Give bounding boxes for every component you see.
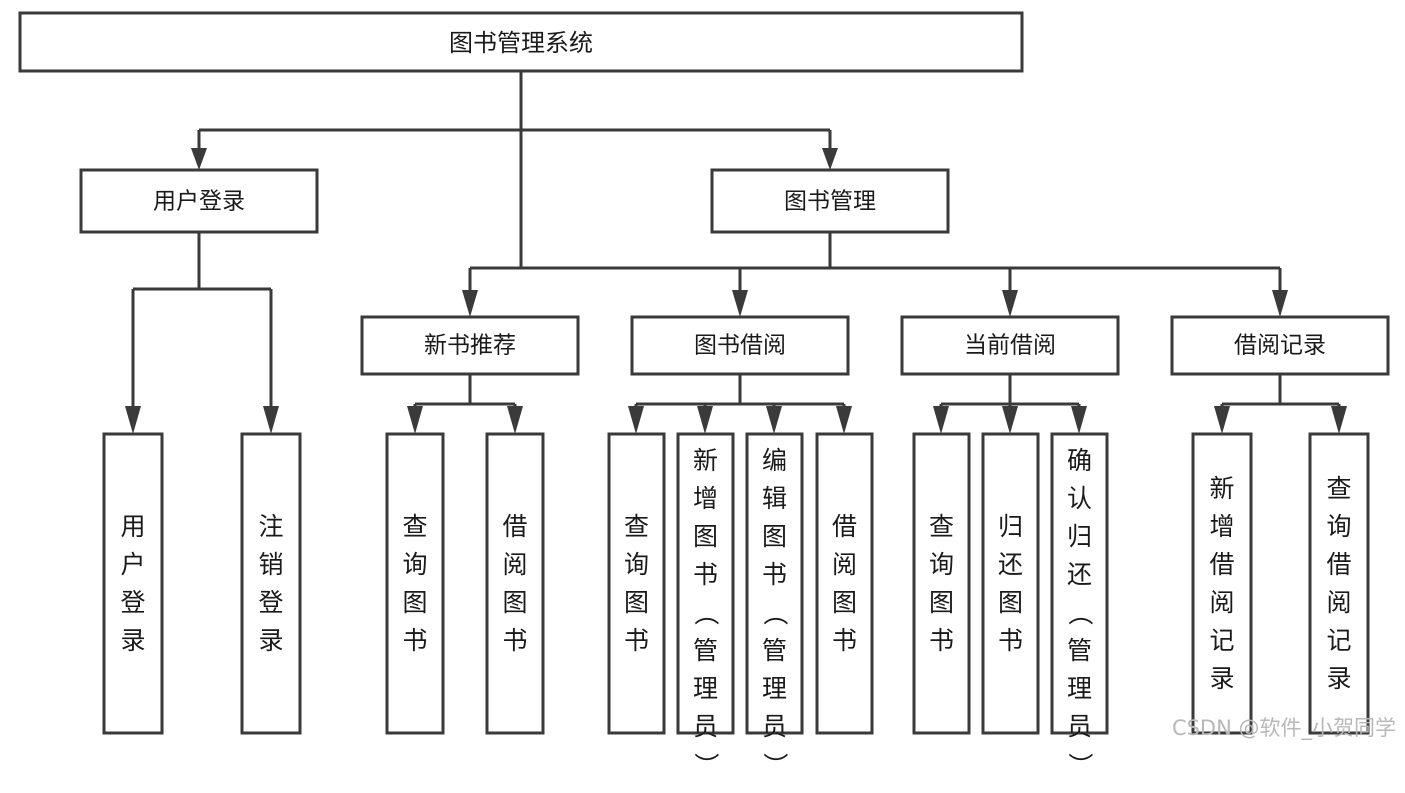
arrow-to-book-borrow bbox=[732, 290, 748, 317]
arrow-to-leaf-borrow-book-1 bbox=[507, 406, 523, 434]
arrow-to-leaf-confirm-return bbox=[1071, 406, 1087, 434]
leaf-node-add-book-box[interactable] bbox=[676, 432, 735, 735]
watermark-label: CSDN @软件_小贺同学 bbox=[1172, 716, 1396, 741]
arrow-to-current-borrow bbox=[1002, 290, 1018, 317]
leaf-node-query-book-2-box[interactable] bbox=[607, 432, 666, 735]
leaf-node-edit-book[interactable] bbox=[745, 432, 804, 735]
leaf-node-add-record-box[interactable] bbox=[1191, 432, 1253, 735]
leaf-node-borrow-book-2-box[interactable] bbox=[815, 432, 874, 735]
leaf-node-query-book-3-box[interactable] bbox=[912, 432, 971, 735]
node-borrow-record[interactable]: 借阅记录 bbox=[1170, 315, 1390, 376]
leaf-node-add-book[interactable] bbox=[676, 432, 735, 735]
leaf-node-edit-book-box[interactable] bbox=[745, 432, 804, 735]
arrow-to-leaf-add-record bbox=[1214, 406, 1230, 434]
leaf-node-user-login-box[interactable] bbox=[102, 432, 164, 735]
node-new-book-recommend[interactable]: 新书推荐 bbox=[360, 315, 580, 376]
connector-layer bbox=[125, 71, 1347, 434]
node-root[interactable]: 图书管理系统 bbox=[18, 11, 1024, 73]
leaf-node-query-book-3[interactable] bbox=[912, 432, 971, 735]
node-book-manage[interactable]: 图书管理 bbox=[710, 168, 950, 234]
arrow-to-leaf-borrow-book-2 bbox=[836, 406, 852, 434]
arrow-to-borrow-record bbox=[1272, 290, 1288, 317]
leaf-node-query-record[interactable] bbox=[1308, 432, 1370, 735]
leaf-node-return-book[interactable] bbox=[981, 432, 1040, 735]
node-book-manage-label: 图书管理 bbox=[784, 189, 876, 215]
flowchart-canvas: 图书管理系统 用户登录 图书管理 新书推荐 图书借阅 当前借阅 借阅记录 bbox=[18, 11, 1396, 778]
leaf-node-confirm-return-box[interactable] bbox=[1050, 432, 1109, 735]
arrow-to-leaf-logout bbox=[263, 406, 279, 434]
arrow-to-leaf-query-book-2 bbox=[628, 406, 644, 434]
leaf-node-query-book-2[interactable] bbox=[607, 432, 666, 735]
leaf-node-query-record-box[interactable] bbox=[1308, 432, 1370, 735]
node-root-box[interactable] bbox=[18, 11, 1024, 73]
node-book-borrow-box[interactable] bbox=[630, 315, 850, 376]
arrow-to-leaf-query-book-1 bbox=[407, 406, 423, 434]
node-user-login-box[interactable] bbox=[79, 168, 319, 234]
node-book-borrow[interactable]: 图书借阅 bbox=[630, 315, 850, 376]
leaf-node-return-book-box[interactable] bbox=[981, 432, 1040, 735]
arrow-to-leaf-return-book bbox=[1002, 406, 1018, 434]
arrow-to-leaf-add-book bbox=[697, 406, 713, 434]
node-user-login[interactable]: 用户登录 bbox=[79, 168, 319, 234]
arrow-to-leaf-user-login bbox=[125, 406, 141, 434]
node-new-book-recommend-label: 新书推荐 bbox=[424, 333, 516, 359]
arrow-to-book-manage bbox=[822, 148, 838, 170]
leaf-node-borrow-book-2[interactable] bbox=[815, 432, 874, 735]
arrow-to-new-book bbox=[462, 290, 478, 317]
node-user-login-label: 用户登录 bbox=[153, 189, 245, 215]
leaf-node-borrow-book-1-box[interactable] bbox=[485, 432, 545, 735]
node-root-label: 图书管理系统 bbox=[449, 29, 593, 57]
arrow-to-leaf-query-record bbox=[1331, 406, 1347, 434]
leaf-node-user-login[interactable] bbox=[102, 432, 164, 735]
leaf-node-add-record[interactable] bbox=[1191, 432, 1253, 735]
arrow-to-leaf-edit-book bbox=[766, 406, 782, 434]
node-borrow-record-label: 借阅记录 bbox=[1234, 333, 1326, 359]
node-new-book-recommend-box[interactable] bbox=[360, 315, 580, 376]
arrow-to-leaf-query-book-3 bbox=[933, 406, 949, 434]
leaf-node-query-book-1[interactable] bbox=[385, 432, 445, 735]
system-structure-diagram: 图书管理系统 用户登录 图书管理 新书推荐 图书借阅 当前借阅 借阅记录 bbox=[18, 11, 1396, 741]
node-book-manage-box[interactable] bbox=[710, 168, 950, 234]
arrow-to-user-login bbox=[191, 148, 207, 170]
leaf-node-logout-box[interactable] bbox=[240, 432, 302, 735]
leaf-node-query-book-1-box[interactable] bbox=[385, 432, 445, 735]
node-current-borrow-box[interactable] bbox=[900, 315, 1120, 376]
node-borrow-record-box[interactable] bbox=[1170, 315, 1390, 376]
leaf-node-borrow-book-1[interactable] bbox=[485, 432, 545, 735]
node-current-borrow[interactable]: 当前借阅 bbox=[900, 315, 1120, 376]
leaf-node-logout[interactable] bbox=[240, 432, 302, 735]
node-book-borrow-label: 图书借阅 bbox=[694, 333, 786, 359]
node-current-borrow-label: 当前借阅 bbox=[964, 333, 1056, 359]
leaf-node-confirm-return[interactable] bbox=[1050, 432, 1109, 735]
